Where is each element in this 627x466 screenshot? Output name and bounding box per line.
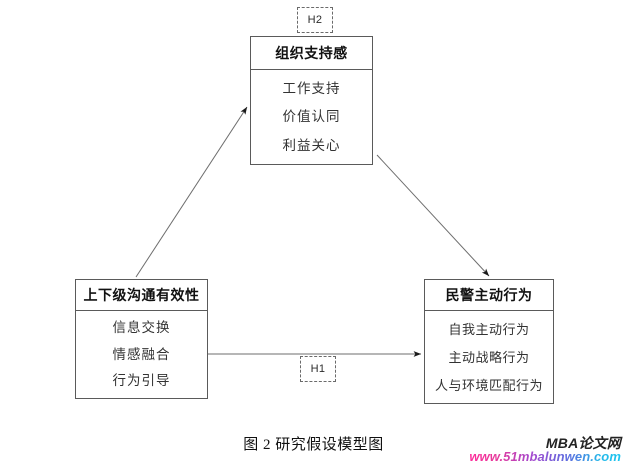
hypothesis-label-h1: H1 bbox=[300, 356, 336, 382]
construct-item: 价值认同 bbox=[282, 109, 341, 125]
construct-item: 主动战略行为 bbox=[448, 349, 530, 365]
hypothesis-h1-text: H1 bbox=[310, 363, 326, 375]
construct-title-organizational-support: 组织支持感 bbox=[251, 37, 372, 70]
construct-title-proactive-behavior: 民警主动行为 bbox=[425, 280, 553, 311]
figure-caption: 图 2 研究假设模型图 bbox=[243, 437, 384, 453]
construct-items-organizational-support: 工作支持 价值认同 利益关心 bbox=[251, 70, 372, 164]
watermark: MBA论文网 www.51mbalunwen.com bbox=[469, 434, 621, 465]
watermark-brand: MBA论文网 bbox=[545, 434, 621, 451]
construct-item: 利益关心 bbox=[282, 137, 341, 153]
arrow-organizational-support-to-proactive-behavior bbox=[376, 154, 490, 277]
watermark-url: www.51mbalunwen.com bbox=[469, 449, 621, 465]
construct-item: 工作支持 bbox=[282, 80, 341, 96]
hypothesis-h2-text: H2 bbox=[307, 14, 323, 26]
arrow-communication-to-organizational-support bbox=[135, 106, 248, 278]
construct-item: 信息交换 bbox=[112, 320, 171, 336]
construct-box-organizational-support: 组织支持感 工作支持 价值认同 利益关心 bbox=[250, 36, 373, 165]
hypothesis-label-h2: H2 bbox=[297, 7, 333, 33]
construct-item: 人与环境匹配行为 bbox=[434, 377, 543, 393]
construct-item: 自我主动行为 bbox=[448, 321, 530, 337]
construct-items-communication-effectiveness: 信息交换 情感融合 行为引导 bbox=[76, 311, 207, 398]
construct-box-communication-effectiveness: 上下级沟通有效性 信息交换 情感融合 行为引导 bbox=[75, 279, 208, 399]
construct-items-proactive-behavior: 自我主动行为 主动战略行为 人与环境匹配行为 bbox=[425, 311, 553, 403]
construct-box-proactive-behavior: 民警主动行为 自我主动行为 主动战略行为 人与环境匹配行为 bbox=[424, 279, 554, 404]
construct-title-communication-effectiveness: 上下级沟通有效性 bbox=[76, 280, 207, 311]
construct-item: 情感融合 bbox=[112, 346, 171, 362]
construct-item: 行为引导 bbox=[112, 373, 171, 389]
